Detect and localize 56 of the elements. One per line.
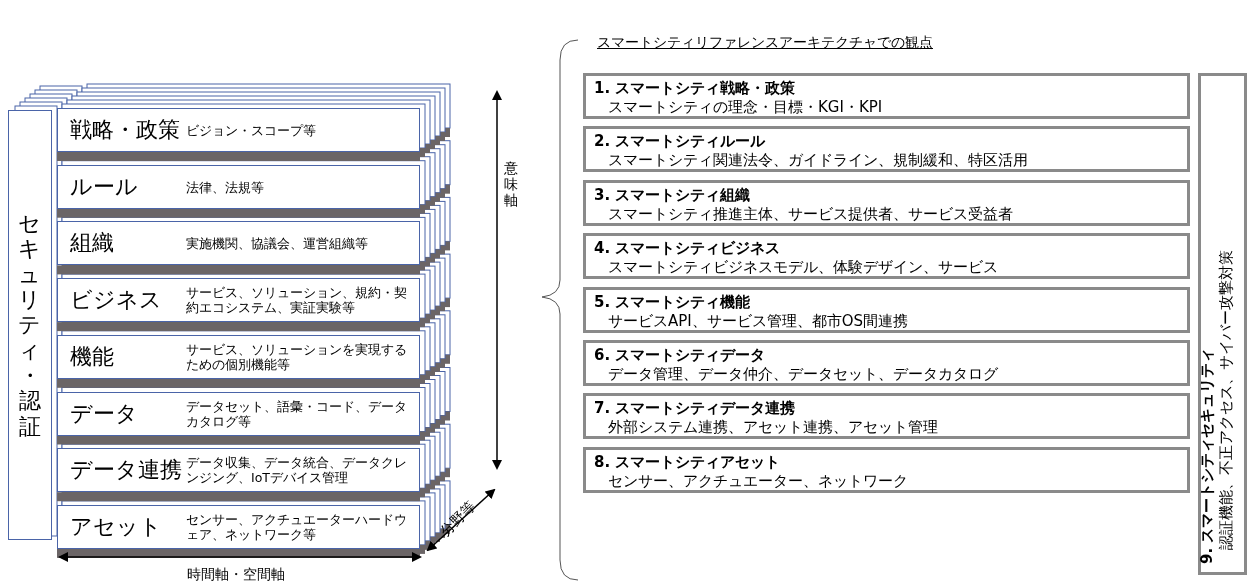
layer-box — [57, 278, 420, 323]
viewpoint-title: 4. スマートシティビジネス — [594, 239, 781, 259]
security-viewpoint-box — [1198, 73, 1247, 575]
viewpoint-description: サービスAPI、サービス管理、都市OS間連携 — [608, 311, 909, 331]
layer-box — [57, 391, 420, 436]
viewpoint-box — [583, 73, 1190, 119]
layer-title: アセット — [70, 512, 162, 541]
viewpoint-title: 6. スマートシティデータ — [594, 346, 766, 365]
viewpoint-description: スマートシティビジネスモデル、体験デザイン、サービス — [608, 258, 998, 278]
layer-title: ビジネス — [70, 286, 162, 315]
layer-description: データ収集、データ統合、データクレンジング、IoTデバイス管理 — [186, 455, 408, 486]
viewpoint-box — [583, 393, 1190, 440]
viewpoint-title: 7. スマートシティデータ連携 — [594, 399, 796, 419]
viewpoint-description: スマートシティ関連法令、ガイドライン、規制緩和、特区活用 — [608, 151, 1028, 171]
layer-box — [57, 334, 420, 379]
viewpoint-description: データ管理、データ仲介、データセット、データカタログ — [608, 365, 998, 384]
layer-description: センサー、アクチュエーターハードウェア、ネットワーク等 — [186, 511, 408, 542]
layer-description: データセット、語彙・コード、データカタログ等 — [186, 398, 408, 429]
layer-description: ビジョン・スコープ等 — [186, 122, 317, 138]
viewpoint-title: 3. スマートシティ組織 — [594, 185, 751, 205]
layer-description: 実施機関、協議会、運営組織等 — [186, 235, 369, 251]
viewpoint-title: 9. スマートシティセキュリティ — [1198, 347, 1217, 564]
viewpoint-box — [583, 286, 1190, 333]
viewpoint-description: スマートシティの理念・目標・KGI・KPI — [608, 98, 883, 117]
layer-title: 機能 — [70, 342, 114, 371]
layer-box — [57, 448, 420, 493]
viewpoint-description: スマートシティ推進主体、サービス提供者、サービス受益者 — [608, 204, 1013, 224]
axis-label: 時間軸・空間軸 — [187, 566, 285, 584]
viewpoint-title: 5. スマートシティ機能 — [594, 292, 751, 312]
axis-label: 意味軸 — [503, 160, 520, 209]
layer-box — [57, 504, 420, 549]
layer-title: ルール — [70, 172, 138, 201]
viewpoint-box — [583, 126, 1190, 173]
vertical-label: セキュリティ・認証 — [17, 211, 43, 439]
viewpoint-box — [583, 446, 1190, 493]
viewpoint-title: 2. スマートシティルール — [594, 132, 766, 152]
layer-box — [57, 164, 420, 209]
viewpoint-description: センサー、アクチュエーター、ネットワーク — [608, 471, 908, 491]
viewpoint-title: 8. スマートシティアセット — [594, 452, 781, 472]
layer-box — [57, 108, 420, 152]
layer-description: サービス、ソリューション、規約・契約エコシステム、実証実験等 — [186, 285, 408, 316]
viewpoint-box — [583, 179, 1190, 226]
viewpoint-box — [583, 340, 1190, 386]
viewpoint-description: 外部システム連携、アセット連携、アセット管理 — [608, 418, 938, 438]
section-heading: スマートシティリファレンスアーキテクチャでの観点 — [597, 34, 933, 52]
layer-title: 戦略・政策 — [70, 116, 180, 144]
layer-title: 組織 — [70, 229, 114, 258]
layer-title: データ — [70, 399, 138, 428]
viewpoint-box — [583, 233, 1190, 280]
layer-box — [57, 221, 420, 266]
layer-description: 法律、法規等 — [186, 179, 265, 195]
security-column — [8, 110, 52, 540]
viewpoint-title: 1. スマートシティ戦略・政策 — [594, 79, 796, 98]
layer-description: サービス、ソリューションを実現するための個別機能等 — [186, 341, 408, 372]
viewpoint-description: 認証機能、不正アクセス、サイバー攻撃対策 — [1217, 250, 1236, 550]
layer-title: データ連携 — [70, 456, 182, 485]
